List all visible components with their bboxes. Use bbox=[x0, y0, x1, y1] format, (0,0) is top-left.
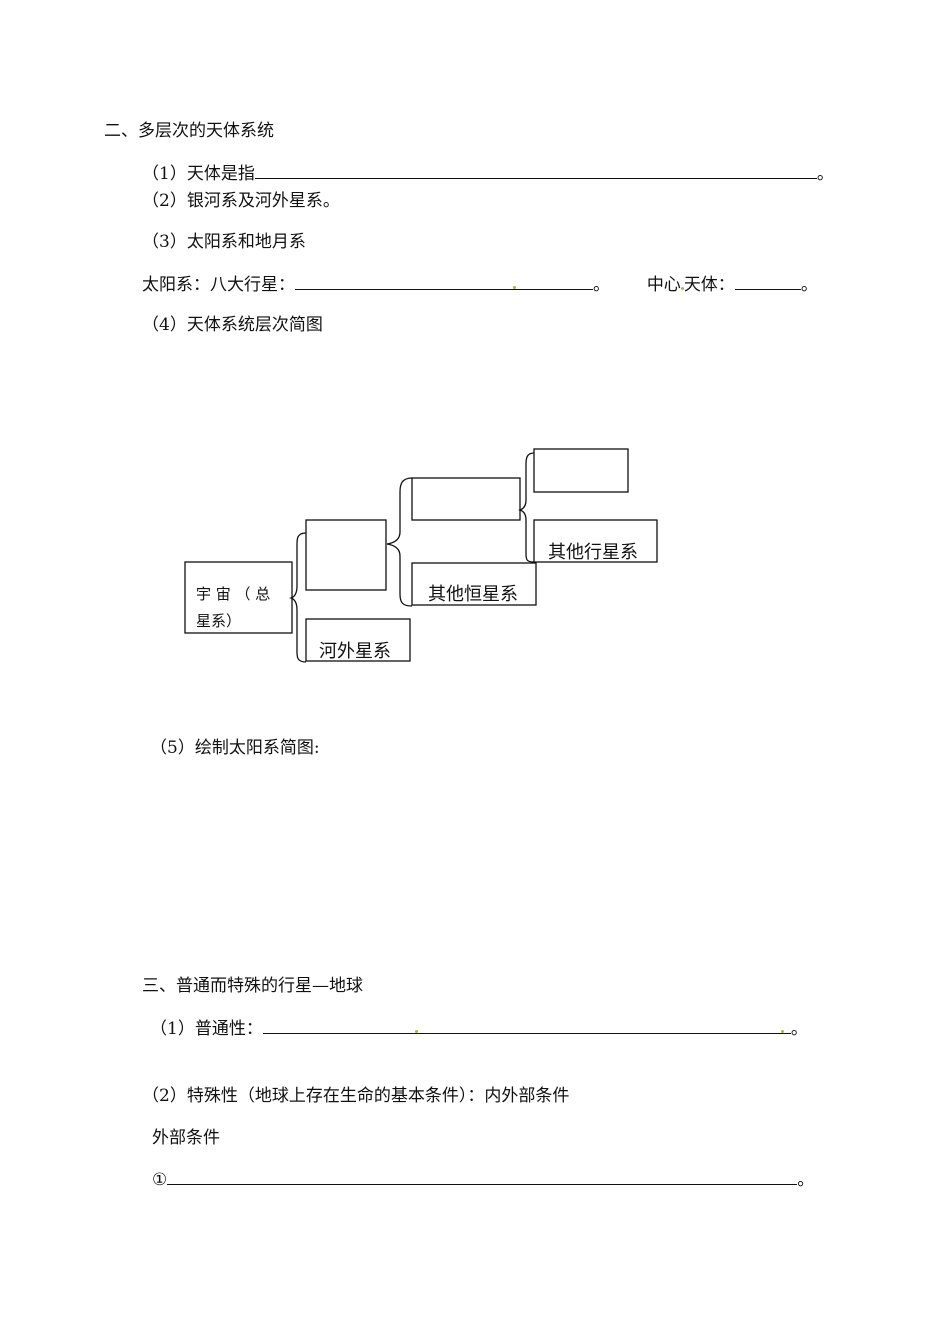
center-body-label-b: 天体： bbox=[683, 275, 735, 295]
question-1-end: 。 bbox=[816, 164, 834, 184]
brace-solar bbox=[517, 452, 535, 563]
mark-dot bbox=[780, 1030, 784, 1033]
commonality-label: （1）普通性： bbox=[150, 1019, 263, 1039]
center-body-label-a: 中心 bbox=[646, 275, 681, 295]
solar-system-line: 太阳系：八大行星： 。 中心天体： 。 bbox=[142, 273, 818, 296]
question-1-line: （1）天体是指 。 bbox=[142, 162, 834, 185]
question-5-line: （5）绘制太阳系简图: bbox=[150, 738, 320, 758]
condition-1-line: ①。 bbox=[152, 1168, 814, 1191]
solar-system-box bbox=[411, 477, 521, 521]
external-conditions-label: 外部条件 bbox=[152, 1128, 220, 1148]
other-planets-box bbox=[533, 519, 658, 563]
question-2-line: （2）银河系及河外星系。 bbox=[142, 191, 340, 211]
particularity-line: （2）特殊性（地球上存在生命的基本条件）：内外部条件 bbox=[142, 1086, 570, 1106]
earth-moon-box bbox=[533, 448, 629, 493]
planets-blank[interactable] bbox=[295, 273, 593, 290]
section-three-title: 三、普通而特殊的行星—地球 bbox=[142, 976, 363, 996]
solar-system-label: 太阳系：八大行星： bbox=[142, 275, 295, 295]
question-1-blank[interactable] bbox=[254, 162, 817, 179]
center-body-end: 。 bbox=[800, 275, 818, 295]
question-1-label: （1）天体是指 bbox=[142, 164, 255, 184]
condition-1-blank[interactable] bbox=[167, 1168, 798, 1185]
other-planets-label: 其他行星系 bbox=[548, 542, 638, 563]
commonality-blank[interactable] bbox=[262, 1017, 791, 1034]
mark-dot bbox=[414, 1030, 418, 1033]
galaxy-box bbox=[305, 519, 387, 591]
center-body-blank[interactable] bbox=[734, 273, 801, 290]
brace-universe bbox=[288, 532, 307, 663]
commonality-end: 。 bbox=[790, 1019, 808, 1039]
condition-1-end: 。 bbox=[797, 1170, 815, 1190]
commonality-line: （1）普通性： 。 bbox=[150, 1017, 808, 1040]
mark-dot bbox=[513, 286, 516, 289]
question-3-line: （3）太阳系和地月系 bbox=[142, 232, 306, 252]
extragalactic-label: 河外星系 bbox=[319, 641, 391, 662]
condition-1-label: ① bbox=[152, 1170, 168, 1190]
extragalactic-box bbox=[305, 618, 411, 662]
solar-system-end: 。 bbox=[593, 275, 610, 295]
universe-label-line2: 星系） bbox=[196, 612, 242, 630]
brace-galaxy bbox=[386, 477, 413, 607]
other-stars-box bbox=[411, 562, 537, 606]
question-4-line: （4）天体系统层次简图 bbox=[142, 315, 323, 335]
mark-dot bbox=[680, 287, 684, 290]
section-two-title: 二、多层次的天体系统 bbox=[104, 121, 274, 141]
universe-label: 宇 宙 （ 总 bbox=[196, 585, 271, 603]
other-stars-label: 其他恒星系 bbox=[428, 584, 518, 605]
